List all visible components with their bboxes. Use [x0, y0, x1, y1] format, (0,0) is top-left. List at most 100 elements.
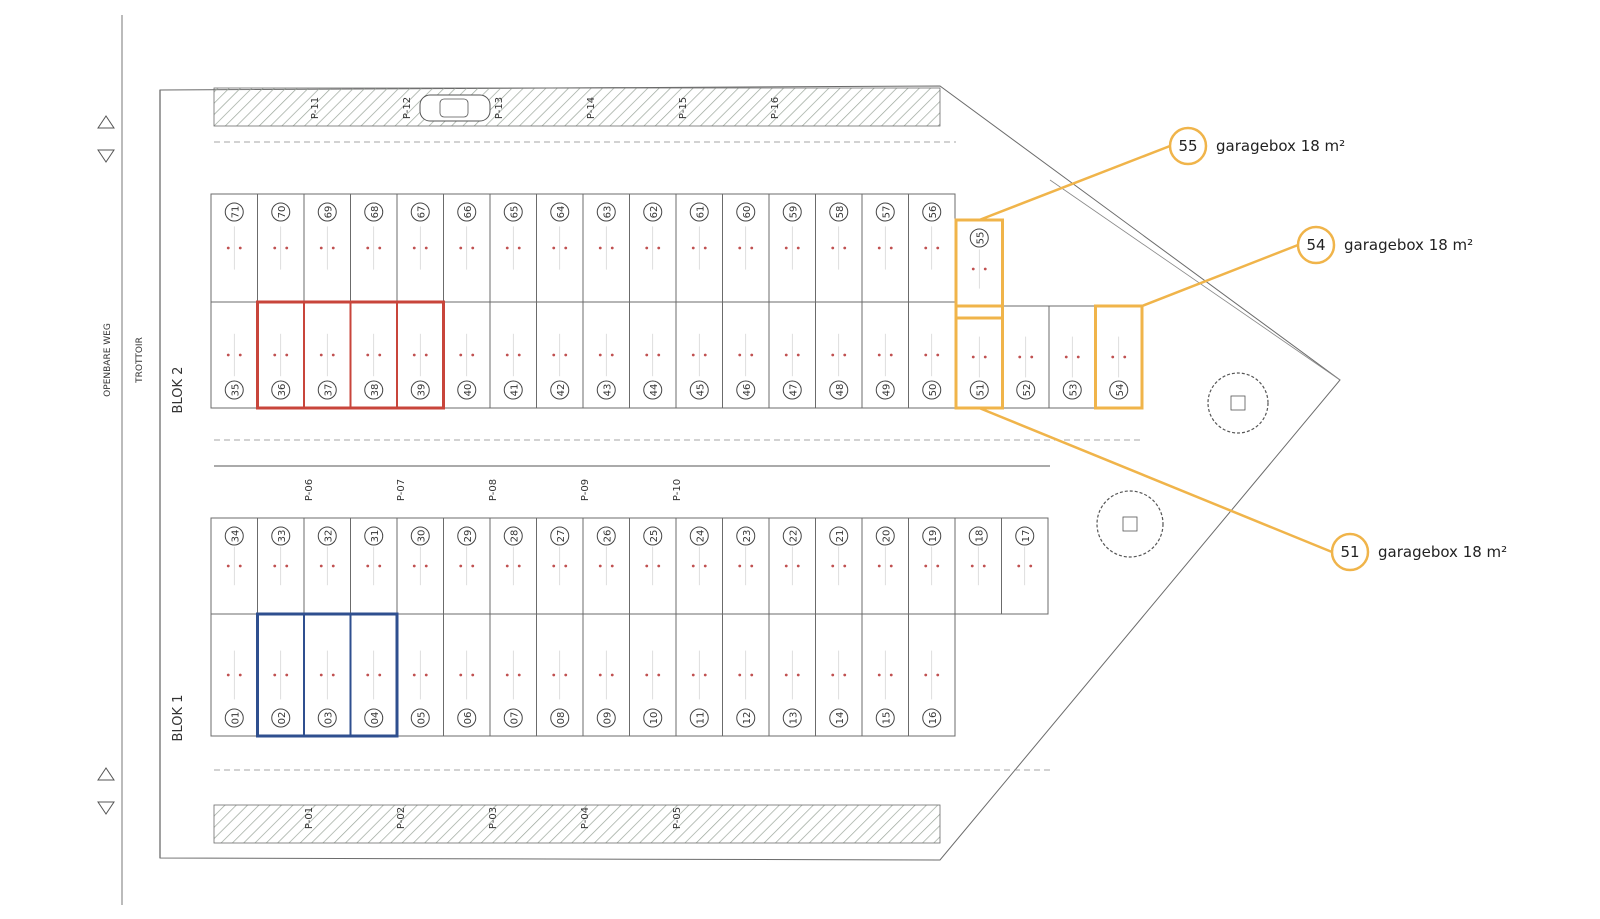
parking-label: P-09 [580, 479, 591, 501]
box-number: 60 [742, 206, 753, 219]
box-number: 45 [695, 384, 706, 397]
box-number: 41 [509, 384, 520, 397]
box-number: 17 [1021, 530, 1032, 543]
box-number: 35 [230, 384, 241, 397]
box-number-badge [503, 526, 523, 546]
box-number-badge [596, 380, 616, 400]
box-number-badge [550, 708, 570, 728]
parking-label: P-04 [580, 807, 591, 829]
box-number: 14 [835, 712, 846, 725]
box-number-badge [271, 202, 291, 222]
box-number-badge [224, 526, 244, 546]
box-number: 43 [602, 384, 613, 397]
box-number: 34 [230, 530, 241, 543]
box-number: 57 [881, 206, 892, 219]
box-number-badge [782, 202, 802, 222]
box-number: 67 [416, 206, 427, 219]
box-number-badge [317, 380, 337, 400]
parking-label: P-02 [396, 807, 407, 829]
box-number: 15 [881, 712, 892, 725]
box-number: 29 [463, 530, 474, 543]
box-number-badge [457, 380, 477, 400]
box-number: 12 [742, 712, 753, 725]
parking-label: P-14 [586, 97, 597, 119]
box-number-badge [782, 526, 802, 546]
box-number-badge [643, 708, 663, 728]
box-number: 22 [788, 530, 799, 543]
garage-box-15[interactable] [861, 613, 909, 737]
box-number: 20 [881, 530, 892, 543]
box-number-badge [875, 380, 895, 400]
box-number-badge [364, 380, 384, 400]
box-number-badge [782, 380, 802, 400]
box-number: 66 [463, 206, 474, 219]
box-number: 21 [835, 530, 846, 543]
box-number: 44 [649, 384, 660, 397]
box-number-badge [689, 708, 709, 728]
box-number-badge [736, 380, 756, 400]
box-number-badge [224, 380, 244, 400]
box-number-badge [364, 202, 384, 222]
box-number-badge [1016, 380, 1036, 400]
box-number: 63 [602, 206, 613, 219]
box-number: 10 [649, 712, 660, 725]
box-number-badge [317, 526, 337, 546]
box-number-badge [457, 708, 477, 728]
parking-label: P-03 [488, 807, 499, 829]
box-number-badge [689, 380, 709, 400]
parking-strip-top [213, 87, 941, 127]
box-number: 54 [1115, 384, 1126, 397]
box-number: 03 [323, 712, 334, 725]
highlight-orange [1094, 304, 1144, 410]
box-number-badge [736, 526, 756, 546]
callout-badge [1330, 532, 1370, 572]
parking-label: P-07 [396, 479, 407, 501]
box-number-badge [596, 708, 616, 728]
parking-label: P-01 [304, 807, 315, 829]
callout-number: 51 [1340, 543, 1359, 561]
box-number-badge [364, 708, 384, 728]
box-number: 09 [602, 712, 613, 725]
box-number-badge [457, 202, 477, 222]
box-number: 42 [556, 384, 567, 397]
car-icon [419, 94, 491, 122]
parking-label: P-12 [402, 97, 413, 119]
box-number-badge [1109, 380, 1129, 400]
box-number-badge [829, 708, 849, 728]
garage-box-63[interactable] [582, 193, 630, 303]
sidewalk-label: TROTTOIR [135, 337, 145, 384]
box-number: 23 [742, 530, 753, 543]
box-number-badge [364, 526, 384, 546]
box-number-badge [224, 708, 244, 728]
parking-label: P-16 [770, 97, 781, 119]
box-number: 31 [370, 530, 381, 543]
box-number-badge [1062, 380, 1082, 400]
box-number: 33 [277, 530, 288, 543]
box-number: 68 [370, 206, 381, 219]
box-number-badge [410, 526, 430, 546]
box-number: 56 [928, 206, 939, 219]
parking-label: P-15 [678, 97, 689, 119]
box-number-badge [875, 202, 895, 222]
box-number: 65 [509, 206, 520, 219]
box-number: 27 [556, 530, 567, 543]
box-number: 24 [695, 530, 706, 543]
tree-icon [1096, 490, 1164, 558]
box-number: 30 [416, 530, 427, 543]
box-number-badge [503, 380, 523, 400]
box-number-badge [736, 202, 756, 222]
box-number: 62 [649, 206, 660, 219]
box-number: 52 [1022, 384, 1033, 397]
box-number: 25 [649, 530, 660, 543]
street-label: OPENBARE WEG [103, 323, 113, 397]
box-number: 18 [974, 530, 985, 543]
block1-label: BLOK 1 [171, 695, 186, 742]
box-number-badge [969, 228, 989, 248]
box-number-badge [922, 526, 942, 546]
box-number: 48 [835, 384, 846, 397]
